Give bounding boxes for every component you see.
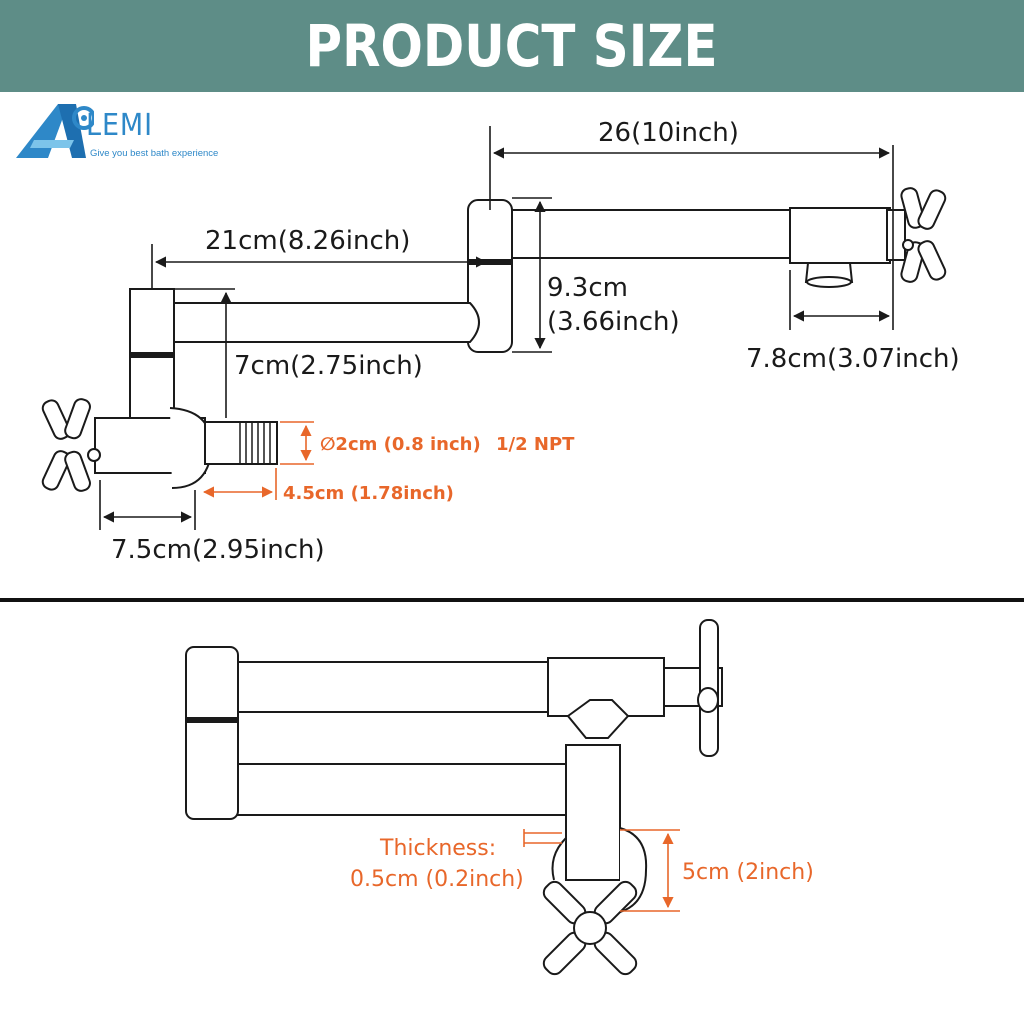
thread-label: 1/2 NPT [496,434,575,455]
logo-mark-icon [16,104,94,158]
top-faucet-drawing [41,187,947,492]
base-width-label: 7.5cm(2.95inch) [111,535,325,565]
spout-body-label: 7.8cm(3.07inch) [746,344,960,374]
header-bar: PRODUCT SIZE [0,0,1024,92]
brand-logo: LEMI Give you best bath experience [14,100,218,162]
height-label-inch: (3.66inch) [547,307,680,337]
riser-label: 7cm(2.75inch) [234,351,423,381]
reach-label: 26(10inch) [598,118,739,148]
bottom-faucet-drawing [185,619,723,976]
brand-tagline: Give you best bath experience [90,148,219,159]
brand-name: LEMI [86,108,153,143]
inlet-diameter-label: ∅2cm (0.8 inch) [320,434,481,455]
flange-label: 5cm (2inch) [682,860,814,885]
page-title: PRODUCT SIZE [305,12,718,80]
inlet-length-label: 4.5cm (1.78inch) [283,483,454,504]
top-dimension-lines [99,126,894,530]
height-label-cm: 9.3cm [547,273,628,303]
thickness-value-label: 0.5cm (0.2inch) [350,867,524,892]
arm-length-label: 21cm(8.26inch) [205,226,410,256]
thickness-title-label: Thickness: [379,836,496,861]
bottom-dimension-lines [523,829,680,912]
inlet-dimension-lines [202,421,314,500]
